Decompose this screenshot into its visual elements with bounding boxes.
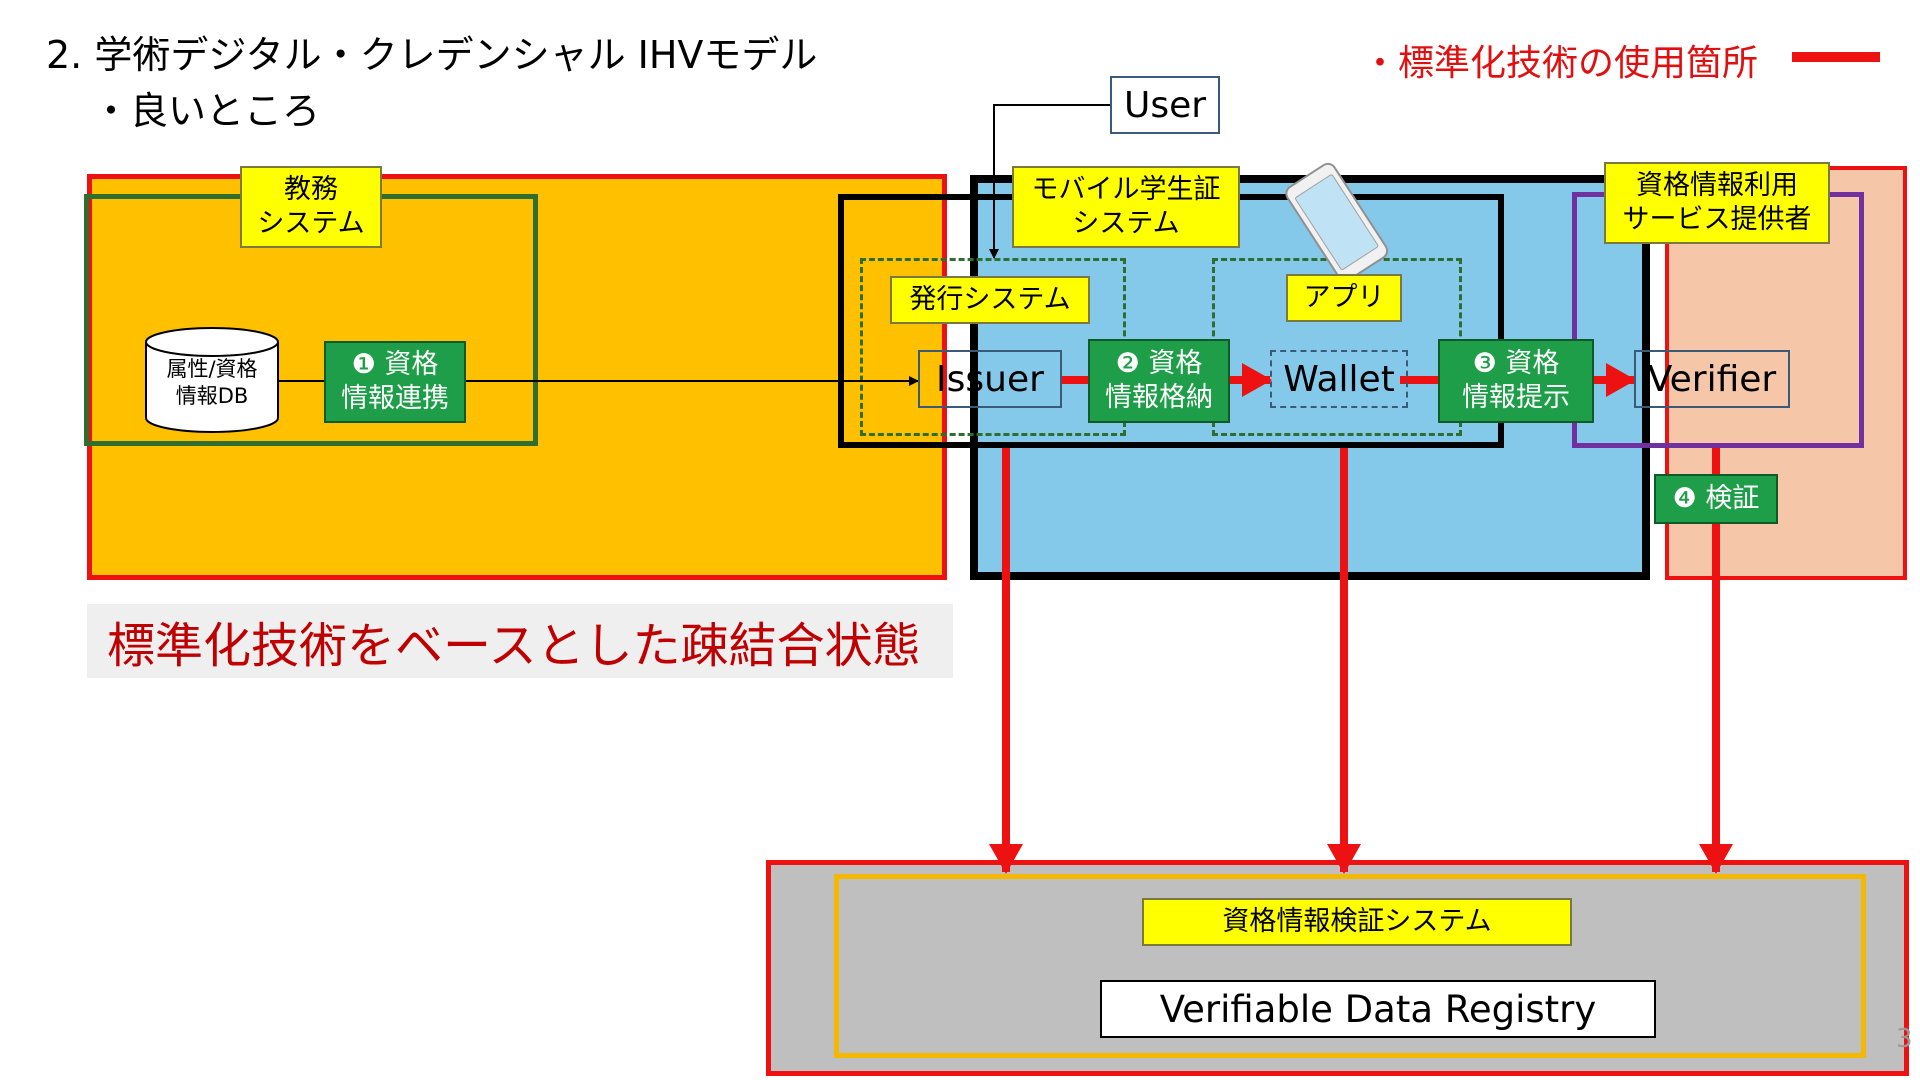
user-connector [989,104,1110,259]
database-icon [145,327,279,433]
issuer-box: Issuer [918,350,1062,408]
legend-red-line [1792,52,1880,62]
verifier-box: Verifier [1634,350,1790,408]
slide-title: 2. 学術デジタル・クレデンシャル IHVモデル [46,33,818,77]
issuing-system-label: 発行システム [890,276,1090,324]
app-label: アプリ [1286,274,1402,322]
academic-system-label: 教務 システム [240,166,382,248]
db-label: 属性/資格 情報DB [166,357,258,409]
verification-system-label: 資格情報検証システム [1142,898,1572,946]
registry-region [766,860,1909,1076]
step2-credential-store: ❷ 資格 情報格納 [1088,339,1230,423]
step3-credential-present: ❸ 資格 情報提示 [1438,339,1594,423]
step1-credential-link: ❶ 資格 情報連携 [324,341,466,423]
step4-verify: ❹ 検証 [1654,474,1778,524]
verifiable-data-registry: Verifiable Data Registry [1100,980,1656,1038]
slide-subtitle: ・良いところ [92,89,321,133]
service-provider-label: 資格情報利用 サービス提供者 [1604,162,1830,244]
legend-label: ・標準化技術の使用箇所 [1362,43,1759,84]
wallet-box: Wallet [1270,350,1408,408]
mobile-system-label: モバイル学生証 システム [1012,166,1240,248]
user-box: User [1110,76,1220,134]
summary-banner: 標準化技術をベースとした疎結合状態 [87,604,953,678]
smartphone-icon [1285,162,1389,282]
page-number: 3 [1896,1024,1913,1054]
registry-inner-frame [834,874,1866,1058]
